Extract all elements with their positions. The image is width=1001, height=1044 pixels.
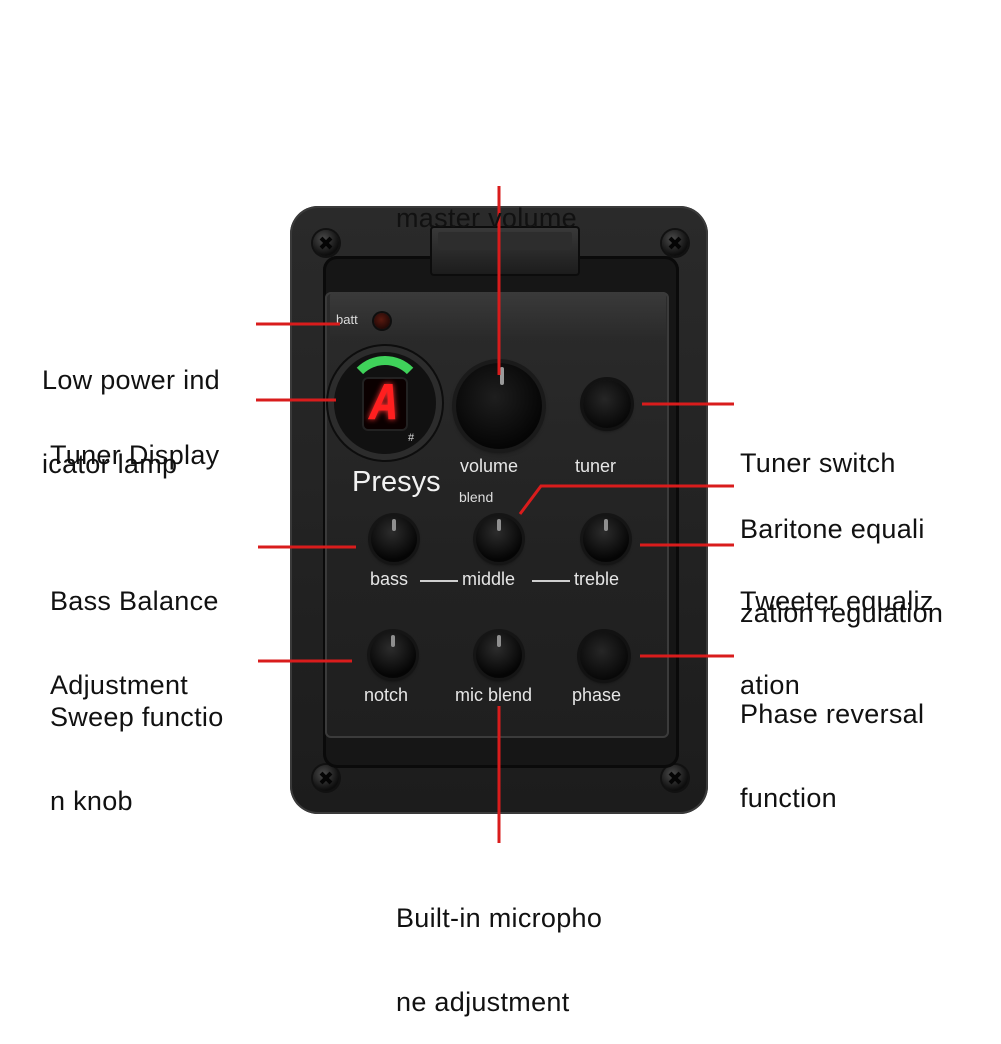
callout-line: icator lamp bbox=[42, 449, 178, 479]
callout-line: function bbox=[740, 783, 837, 813]
callout-line: Phase reversal bbox=[740, 699, 925, 729]
callout-mic-adjust: Built-in micropho ne adjustment bbox=[396, 848, 602, 1044]
treble-label: treble bbox=[574, 569, 620, 589]
tuner-button[interactable] bbox=[583, 380, 631, 428]
callout-line: ation bbox=[740, 670, 801, 700]
callout-line: Low power ind bbox=[42, 365, 221, 395]
middle-knob[interactable] bbox=[476, 516, 522, 562]
low-power-lamp bbox=[374, 313, 390, 329]
callout-line: Tuner switch bbox=[740, 448, 896, 478]
callout-line: master volume bbox=[396, 203, 577, 233]
mic-blend-label: mic blend bbox=[455, 685, 533, 705]
tuner-sharp-mark: # bbox=[408, 432, 415, 444]
callout-line: zation regulation bbox=[740, 598, 944, 628]
callout-tuner-display: Tuner Display bbox=[50, 385, 219, 497]
tuner-display: A # bbox=[334, 352, 436, 454]
bass-label: bass bbox=[370, 569, 409, 589]
eq-divider-right bbox=[532, 580, 570, 582]
notch-label: notch bbox=[364, 685, 409, 705]
callout-line: Baritone equali bbox=[740, 514, 925, 544]
callout-sweep: Sweep functio n knob bbox=[50, 647, 224, 843]
callout-line: Tuner Display bbox=[50, 440, 220, 470]
phase-label: phase bbox=[572, 685, 622, 705]
treble-knob[interactable] bbox=[583, 516, 629, 562]
callout-bass-balance: Bass Balance Adjustment bbox=[50, 531, 219, 727]
eq-divider-left bbox=[420, 580, 458, 582]
notch-knob[interactable] bbox=[370, 632, 416, 678]
tuner-note: A bbox=[370, 375, 400, 431]
mic-blend-knob[interactable] bbox=[476, 632, 522, 678]
callout-line: n knob bbox=[50, 786, 133, 816]
callout-tweeter: Tweeter equaliz ation bbox=[740, 531, 934, 727]
volume-label: volume bbox=[460, 456, 519, 476]
callout-line: ne adjustment bbox=[396, 987, 570, 1017]
callout-line: Built-in micropho bbox=[396, 903, 603, 933]
callout-master-volume: master volume bbox=[396, 148, 577, 260]
brand-subtitle: blend bbox=[459, 489, 494, 505]
tuner-arc bbox=[345, 356, 425, 436]
screw-top-right bbox=[662, 230, 688, 256]
battery-tab[interactable] bbox=[430, 226, 580, 276]
batt-label: batt bbox=[336, 312, 358, 327]
leader-baritone bbox=[518, 484, 734, 515]
brand-logo: Presys bbox=[352, 466, 441, 498]
middle-label: middle bbox=[462, 569, 516, 589]
callout-line: Tweeter equaliz bbox=[740, 586, 934, 616]
callout-phase-reversal: Phase reversal function bbox=[740, 644, 924, 840]
phase-button[interactable] bbox=[580, 632, 628, 680]
screw-bottom-right bbox=[662, 765, 688, 791]
callout-tuner-switch: Tuner switch bbox=[740, 393, 896, 505]
screw-top-left bbox=[313, 230, 339, 256]
leader-lines bbox=[256, 186, 734, 843]
callout-line: Bass Balance bbox=[50, 586, 219, 616]
tuner-label: tuner bbox=[575, 456, 617, 476]
callout-line: Sweep functio bbox=[50, 702, 224, 732]
screw-bottom-left bbox=[313, 765, 339, 791]
callout-low-power: Low power ind icator lamp bbox=[42, 310, 220, 506]
tuner-window bbox=[362, 377, 408, 431]
bass-knob[interactable] bbox=[371, 516, 417, 562]
volume-knob[interactable] bbox=[456, 363, 542, 449]
callout-baritone: Baritone equali zation regulation bbox=[740, 459, 943, 655]
callout-line: Adjustment bbox=[50, 670, 189, 700]
